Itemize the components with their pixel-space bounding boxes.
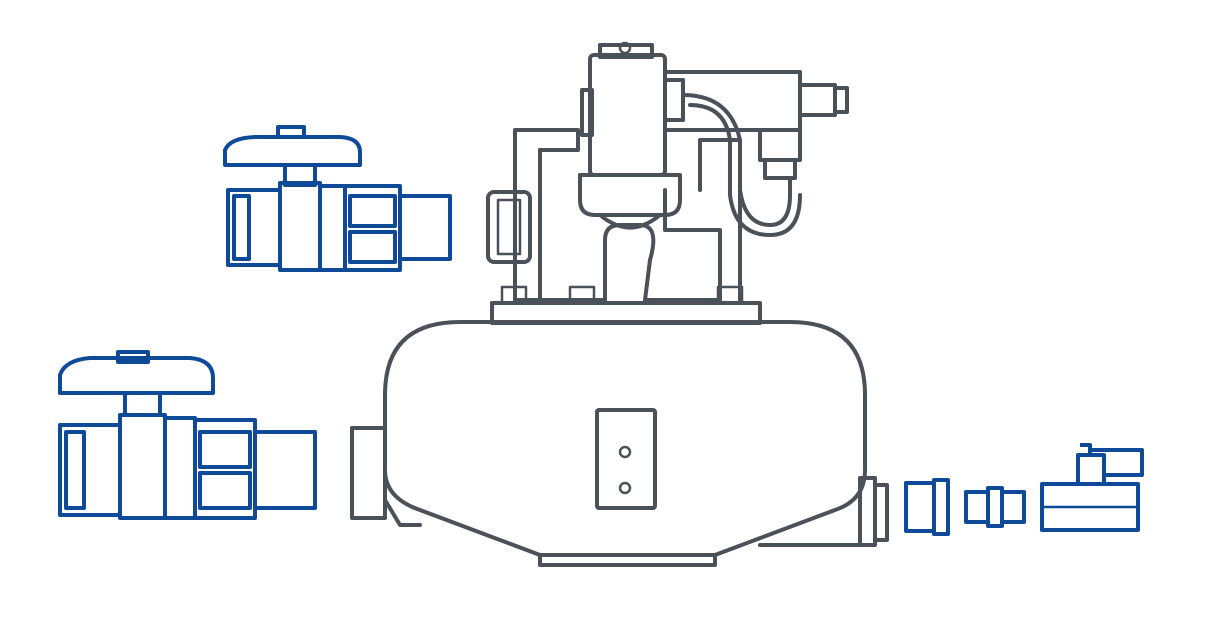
pipe-fitting-icon — [904, 478, 950, 536]
ball-valve-medium — [223, 125, 452, 272]
pump-housing — [486, 128, 742, 302]
pump-unit-icon — [350, 41, 889, 567]
ball-valve-icon — [58, 350, 317, 520]
pipe-nipple — [964, 486, 1026, 528]
mini-ball-valve — [1040, 443, 1144, 532]
ball-valve-large — [58, 350, 317, 520]
actuator — [580, 41, 849, 237]
ball-valve-icon — [1040, 443, 1144, 532]
pipe-nipple-icon — [964, 486, 1026, 528]
ball-valve-icon — [223, 125, 452, 272]
pipe-fitting — [904, 478, 950, 536]
tank-body — [350, 320, 889, 567]
front-plate — [595, 408, 657, 510]
